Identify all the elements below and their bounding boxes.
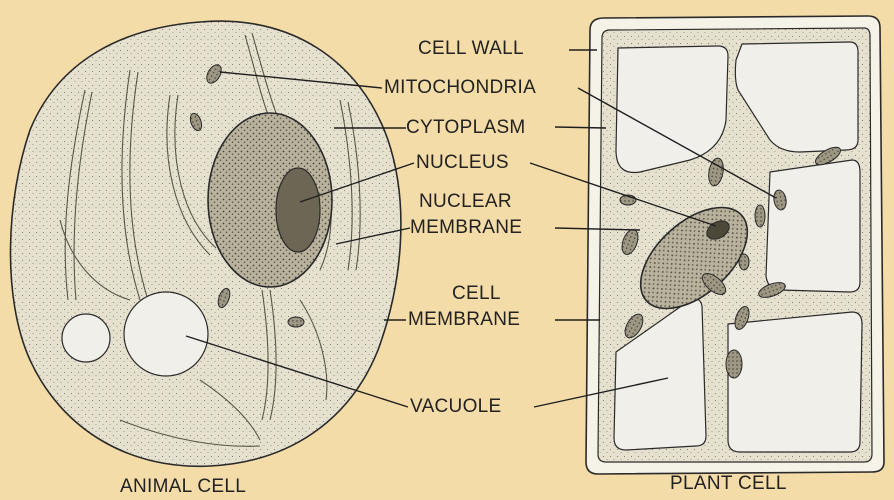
- label-cell-wall: CELL WALL: [418, 38, 524, 60]
- animal-vacuole-small: [62, 314, 110, 362]
- animal-cell: [10, 21, 400, 466]
- animal-cell-membrane: [10, 21, 400, 466]
- label-cell-membrane-line2: MEMBRANE: [408, 309, 520, 331]
- label-mitochondria: MITOCHONDRIA: [384, 77, 536, 99]
- label-nucleus: NUCLEUS: [416, 152, 509, 174]
- label-nuclear-membrane-line1: NUCLEAR: [419, 191, 512, 213]
- label-nuclear-membrane-line2: MEMBRANE: [410, 217, 522, 239]
- animal-vacuole-large: [124, 292, 208, 376]
- caption-plant-cell: PLANT CELL: [670, 473, 787, 495]
- label-cell-membrane-line1: CELL: [452, 283, 501, 305]
- caption-animal-cell: ANIMAL CELL: [120, 476, 246, 498]
- plant-cell: [586, 16, 884, 474]
- label-vacuole: VACUOLE: [410, 396, 502, 418]
- animal-nucleolus: [276, 168, 320, 252]
- leader-cytoplasm-plant: [555, 127, 606, 128]
- label-cytoplasm: CYTOPLASM: [406, 117, 526, 139]
